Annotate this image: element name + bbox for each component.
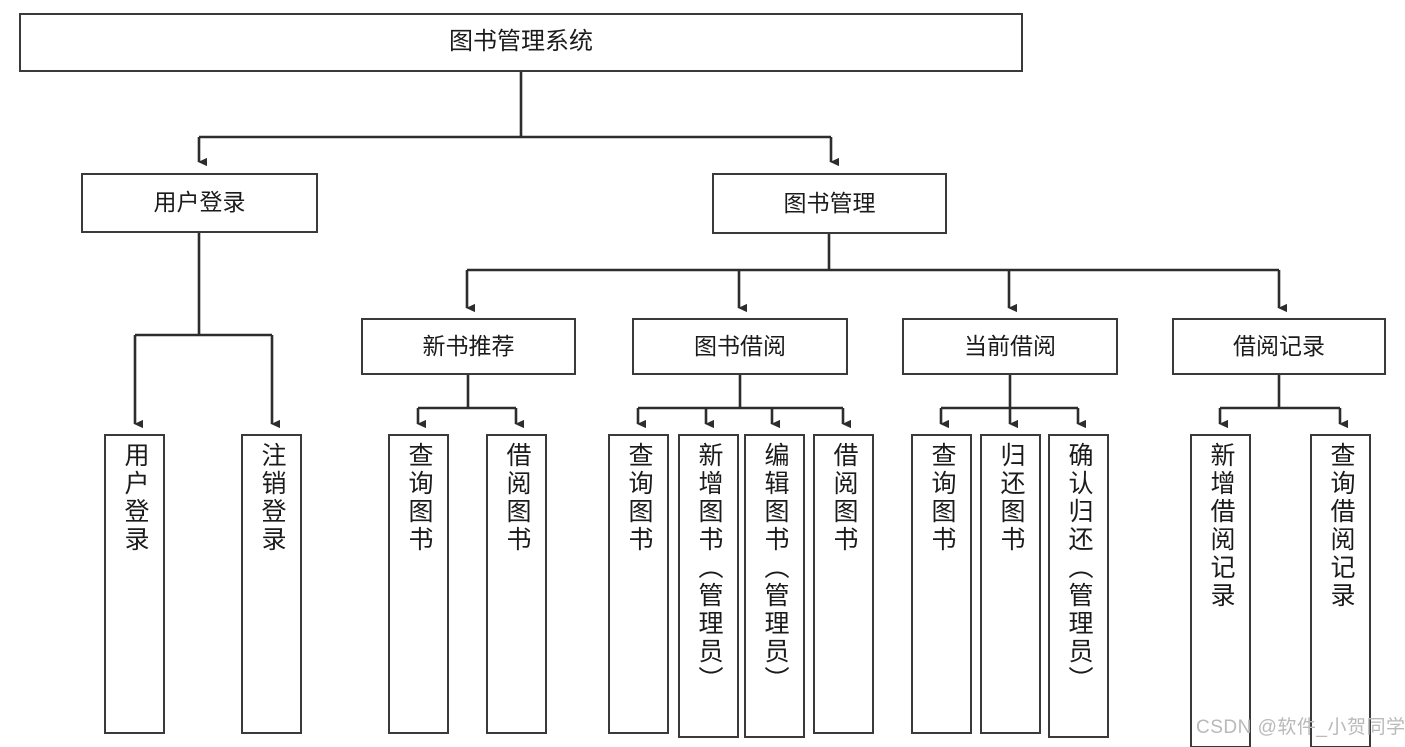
leaf-borrow-book-borrowing[interactable]: 借阅图书	[813, 434, 874, 734]
node-label: 注销登录	[258, 442, 286, 554]
node-label: 确认归还（管理员）	[1065, 442, 1093, 694]
node-label: 新增图书（管理员）	[695, 442, 723, 694]
node-label: 查询图书	[625, 442, 653, 554]
leaf-edit-book-admin[interactable]: 编辑图书（管理员）	[744, 434, 805, 738]
node-label: 用户登录	[121, 442, 149, 554]
node-label: 查询图书	[405, 442, 433, 554]
node-label: 图书管理	[783, 189, 876, 216]
leaf-borrow-book-new-book[interactable]: 借阅图书	[486, 434, 547, 734]
leaf-add-borrow-record[interactable]: 新增借阅记录	[1190, 434, 1251, 747]
leaf-add-book-admin[interactable]: 新增图书（管理员）	[678, 434, 739, 738]
node-label: 查询借阅记录	[1327, 442, 1355, 610]
node-user-login[interactable]: 用户登录	[81, 173, 318, 233]
node-label: 新书推荐	[422, 332, 515, 359]
leaf-query-book-current[interactable]: 查询图书	[911, 434, 972, 734]
node-label: 查询图书	[928, 442, 956, 554]
node-label: 当前借阅	[964, 332, 1056, 359]
leaf-confirm-return-admin[interactable]: 确认归还（管理员）	[1048, 434, 1109, 738]
node-label: 借阅记录	[1233, 332, 1325, 359]
node-label: 用户登录	[153, 189, 246, 216]
node-label: 归还图书	[997, 442, 1025, 554]
leaf-logout[interactable]: 注销登录	[241, 434, 302, 734]
node-label: 编辑图书（管理员）	[761, 442, 789, 694]
node-borrowing-records[interactable]: 借阅记录	[1172, 318, 1386, 375]
node-root-book-management-system[interactable]: 图书管理系统	[19, 13, 1023, 72]
node-book-borrowing[interactable]: 图书借阅	[632, 318, 848, 375]
node-label: 图书借阅	[694, 332, 786, 359]
leaf-user-login[interactable]: 用户登录	[104, 434, 165, 734]
node-label: 借阅图书	[503, 442, 531, 554]
node-label: 借阅图书	[830, 442, 858, 554]
leaf-query-borrow-record[interactable]: 查询借阅记录	[1310, 434, 1371, 747]
leaf-query-book-borrowing[interactable]: 查询图书	[608, 434, 669, 734]
node-label: 新增借阅记录	[1207, 442, 1235, 610]
leaf-return-book[interactable]: 归还图书	[980, 434, 1041, 734]
leaf-query-book-new-book[interactable]: 查询图书	[388, 434, 449, 734]
node-book-management[interactable]: 图书管理	[712, 173, 947, 234]
node-label: 图书管理系统	[449, 28, 593, 56]
node-current-borrowing[interactable]: 当前借阅	[902, 318, 1118, 375]
node-new-book-recommendation[interactable]: 新书推荐	[361, 318, 576, 375]
